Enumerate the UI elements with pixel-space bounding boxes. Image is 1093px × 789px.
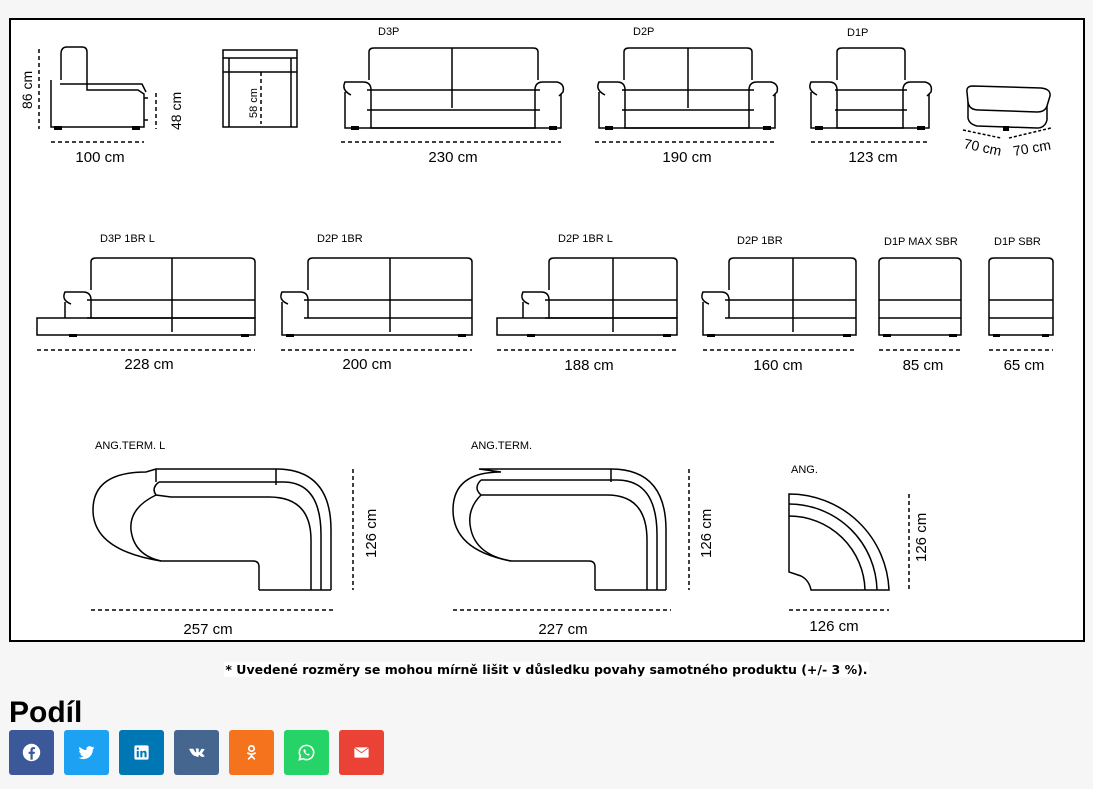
ang-term-l-drawing [91, 468, 354, 611]
d3p-label: D3P [378, 26, 399, 38]
ang-drawing [788, 493, 910, 611]
d2p-1br-a-label: D2P 1BR [317, 233, 363, 245]
d1p-sbr-label: D1P SBR [994, 236, 1041, 248]
ang-term-label: ANG.TERM. [471, 440, 532, 452]
facebook-icon [22, 743, 41, 762]
pouf-drawing [962, 85, 1052, 139]
vk-icon [189, 748, 205, 757]
share-title: Podíl [9, 696, 83, 729]
share-vk-button[interactable] [174, 730, 219, 775]
d3p-width-label: 230 cm [428, 149, 477, 166]
d1p-max-sbr-drawing [878, 257, 962, 351]
d2p-label: D2P [633, 26, 654, 38]
d2p-drawing [595, 47, 779, 143]
share-odnoklassniki-button[interactable] [229, 730, 274, 775]
d2p-1br-b-label: D2P 1BR [737, 235, 783, 247]
d1p-sbr-drawing [988, 257, 1054, 351]
d3p-1br-l-width-label: 228 cm [124, 356, 173, 373]
d2p-1br-l-width-label: 188 cm [564, 357, 613, 374]
d3p-1br-l-drawing [36, 257, 256, 351]
pouf-width-label: 70 cm [1012, 137, 1052, 159]
d1p-max-sbr-width-label: 85 cm [903, 357, 944, 374]
d2p-1br-b-drawing [701, 257, 857, 351]
d1p-width-label: 123 cm [848, 149, 897, 166]
odnoklassniki-icon [247, 744, 256, 760]
d3p-1br-l-label: D3P 1BR L [100, 233, 155, 245]
twitter-icon [78, 746, 95, 760]
armrest-side-height-label: 86 cm [19, 71, 35, 109]
armrest-side-drawing [38, 46, 157, 143]
ang-depth-label: 126 cm [913, 513, 930, 562]
share-whatsapp-button[interactable] [284, 730, 329, 775]
share-facebook-button[interactable] [9, 730, 54, 775]
share-twitter-button[interactable] [64, 730, 109, 775]
ang-term-depth-label: 126 cm [698, 509, 715, 558]
d2p-1br-l-drawing [496, 257, 678, 351]
d1p-drawing [809, 47, 933, 143]
ang-width-label: 126 cm [809, 618, 858, 635]
dimensions-note-text: * Uvedené rozměry se mohou mírně lišit v… [224, 662, 869, 677]
dimensions-diagram: 86 cm 48 cm 100 cm 58 cm D3P 230 cm D2P … [9, 18, 1085, 642]
armrest-side-seat-label: 48 cm [168, 92, 184, 130]
ang-term-width-label: 227 cm [538, 621, 587, 638]
ang-term-l-depth-label: 126 cm [363, 509, 380, 558]
d2p-1br-a-drawing [280, 257, 473, 351]
d2p-1br-a-width-label: 200 cm [342, 356, 391, 373]
dimensions-note: * Uvedené rozměry se mohou mírně lišit v… [0, 662, 1093, 677]
armrest-side-width-label: 100 cm [75, 149, 124, 166]
share-email-button[interactable] [339, 730, 384, 775]
d1p-max-sbr-label: D1P MAX SBR [884, 236, 958, 248]
ang-term-l-label: ANG.TERM. L [95, 440, 165, 452]
ang-term-drawing [452, 468, 690, 611]
armrest-front-drawing [222, 49, 298, 128]
d2p-width-label: 190 cm [662, 149, 711, 166]
share-linkedin-button[interactable] [119, 730, 164, 775]
d1p-label: D1P [847, 27, 868, 39]
ang-term-l-width-label: 257 cm [183, 621, 232, 638]
d2p-1br-l-label: D2P 1BR L [558, 233, 613, 245]
armrest-front-height-label: 58 cm [248, 88, 260, 118]
d2p-1br-b-width-label: 160 cm [753, 357, 802, 374]
pouf-depth-label: 70 cm [962, 135, 1003, 159]
d1p-sbr-width-label: 65 cm [1004, 357, 1045, 374]
whatsapp-icon [298, 744, 315, 761]
envelope-icon [354, 747, 369, 758]
ang-label: ANG. [791, 464, 818, 476]
linkedin-icon [134, 745, 149, 760]
d3p-drawing [341, 47, 565, 143]
